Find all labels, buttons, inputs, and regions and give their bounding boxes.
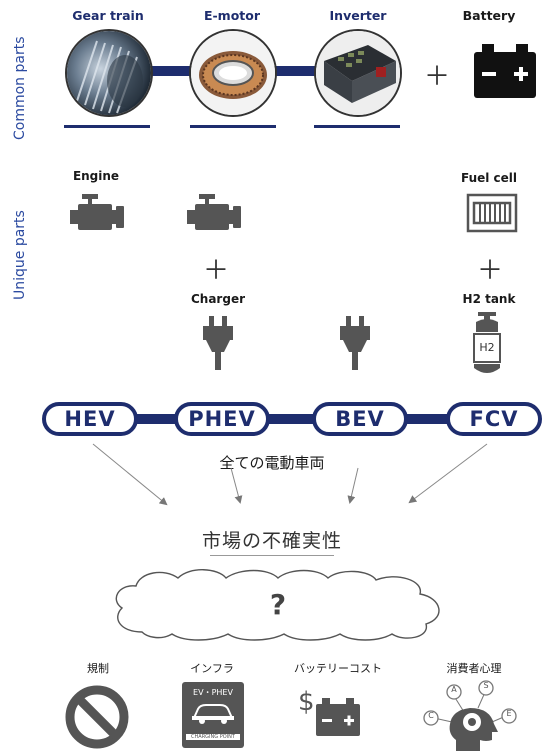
battery-cost-icon: $ <box>298 680 364 748</box>
car-icon <box>192 704 234 724</box>
plug-icon <box>339 316 371 374</box>
mind-node-e: E <box>506 709 512 718</box>
charging-sign-bottom: CHARGING POINT <box>186 734 240 740</box>
plus-icon: ＋ <box>476 256 503 286</box>
prohibition-icon <box>64 684 130 754</box>
engine-label: Engine <box>72 169 120 183</box>
mind-node-a: A <box>451 685 457 694</box>
uncertainty-title: 市場の不確実性 <box>201 530 342 552</box>
fcv-pill: FCV <box>446 402 542 436</box>
charger-label: Charger <box>190 292 245 306</box>
question-mark: ? <box>269 588 287 621</box>
bev-pill: BEV <box>312 402 408 436</box>
battery-cost-label: バッテリーコスト <box>294 662 382 675</box>
battery-label: Battery <box>462 8 516 23</box>
battery-icon <box>472 42 538 106</box>
inverter-label: Inverter <box>329 8 387 23</box>
engine-icon <box>185 192 245 240</box>
regulation-label: 規制 <box>87 662 109 675</box>
uncertainty-title-underline <box>210 555 334 556</box>
plus-icon: ＋ <box>202 256 229 286</box>
gear-train-underline <box>64 125 150 128</box>
e-motor-underline <box>190 125 276 128</box>
gear-train-label: Gear train <box>72 8 144 23</box>
hev-pill: HEV <box>42 402 138 436</box>
charging-sign-top: EV・PHEV <box>193 688 233 697</box>
plus-icon: ＋ <box>423 62 450 92</box>
plug-icon <box>202 316 234 374</box>
e-motor-photo <box>189 29 277 117</box>
fuel-cell-icon <box>466 193 518 237</box>
consumer-mind-label: 消費者心理 <box>446 662 502 675</box>
cloud-shape <box>115 569 440 641</box>
gear-train-photo <box>65 29 153 117</box>
phev-pill: PHEV <box>174 402 270 436</box>
mind-node-s: S <box>483 681 489 690</box>
mind-node-c: C <box>428 711 434 720</box>
vehicle-chain-connector <box>120 414 460 424</box>
engine-icon <box>68 192 128 240</box>
infrastructure-label: インフラ <box>190 662 234 675</box>
svg-text:$: $ <box>298 687 315 717</box>
fuel-cell-label: Fuel cell <box>460 171 518 185</box>
h2-tank-mark: H2 <box>479 341 495 354</box>
inverter-photo <box>314 29 402 117</box>
charging-point-icon: EV・PHEV CHARGING POINT <box>182 682 244 748</box>
h2-tank-label: H2 tank <box>462 292 516 306</box>
inverter-underline <box>314 125 400 128</box>
e-motor-label: E-motor <box>203 8 261 23</box>
consumer-mind-icon: A S C E <box>418 678 528 751</box>
h2-tank-icon: H2 <box>470 312 504 376</box>
all-vehicles-caption: 全ての電動車両 <box>219 454 325 472</box>
